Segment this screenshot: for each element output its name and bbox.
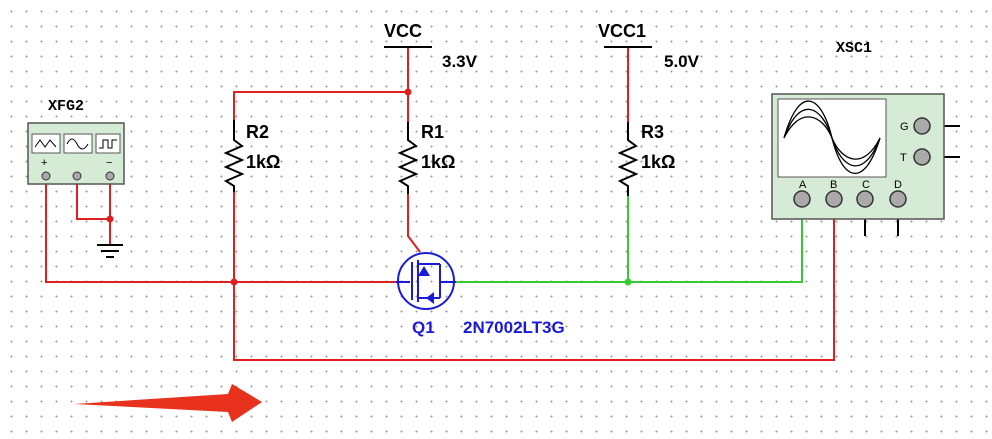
ground-symbol [97, 244, 123, 258]
square-wave-icon [99, 139, 117, 149]
resistor-r3[interactable]: R3 1kΩ [617, 122, 675, 196]
q1-part: 2N7002LT3G [463, 318, 565, 337]
xsc1-terminal-c[interactable] [856, 190, 874, 208]
junction-vcc [404, 88, 412, 96]
wire-r1-drain[interactable] [407, 194, 421, 253]
q1-name: Q1 [412, 318, 435, 337]
junction-output [624, 278, 632, 286]
xsc1-label-c: C [862, 179, 870, 191]
oscilloscope-xsc1[interactable]: XSC1 G T A B C D [771, 40, 945, 220]
xfg2-plus-label: + [41, 157, 47, 169]
xfg2-terminal-minus[interactable] [105, 171, 115, 181]
wires [45, 48, 960, 361]
vcc-voltage: 3.3V [442, 52, 478, 71]
function-generator-xfg2[interactable]: XFG2 + − [27, 98, 125, 185]
wire-gate-scope-b[interactable] [233, 214, 835, 361]
wire-xfg-ground[interactable] [76, 184, 111, 244]
xsc1-label-t: T [900, 152, 907, 164]
r2-value: 1kΩ [246, 152, 280, 172]
r3-value: 1kΩ [641, 152, 675, 172]
junction-gate [230, 278, 238, 286]
xfg2-minus-label: − [106, 157, 112, 169]
oscilloscope-waveform-icon [783, 100, 881, 174]
junctions [106, 88, 632, 286]
junction-ground [106, 215, 114, 223]
xfg2-name: XFG2 [48, 98, 84, 115]
xfg2-terminal-plus[interactable] [41, 171, 51, 181]
r3-name: R3 [641, 122, 664, 142]
xsc1-label-b: B [830, 179, 837, 191]
transistor-q1[interactable]: Q1 2N7002LT3G [396, 252, 565, 337]
xsc1-terminal-d[interactable] [889, 190, 907, 208]
xsc1-terminal-a[interactable] [793, 190, 811, 208]
wire-vcc-r1[interactable] [233, 48, 409, 120]
r2-name: R2 [246, 122, 269, 142]
triangle-wave-icon [34, 139, 57, 148]
xfg2-terminal-common[interactable] [72, 171, 82, 181]
wire-xfg-gate[interactable] [45, 184, 396, 283]
resistor-r1[interactable]: R1 1kΩ [397, 122, 455, 194]
xsc1-terminal-t[interactable] [913, 148, 931, 166]
resistor-r2[interactable]: R2 1kΩ [223, 120, 280, 192]
r1-value: 1kΩ [421, 152, 455, 172]
red-arrow-icon [74, 384, 262, 422]
r1-name: R1 [421, 122, 444, 142]
vcc1-supply[interactable]: VCC1 5.0V [598, 21, 700, 71]
xsc1-label-a: A [799, 179, 807, 191]
vcc-supply[interactable]: VCC 3.3V [384, 21, 478, 71]
xsc1-name: XSC1 [836, 40, 872, 57]
xsc1-terminal-g[interactable] [913, 117, 931, 135]
xsc1-label-g: G [900, 121, 909, 133]
vcc1-name: VCC1 [598, 21, 646, 41]
xsc1-terminal-b[interactable] [825, 190, 843, 208]
wire-scope-stubs [864, 125, 960, 236]
vcc-name: VCC [384, 21, 422, 41]
wire-output-scope-a[interactable] [456, 214, 803, 283]
vcc1-voltage: 5.0V [664, 52, 700, 71]
xsc1-label-d: D [894, 179, 902, 191]
sine-wave-icon [66, 138, 89, 150]
